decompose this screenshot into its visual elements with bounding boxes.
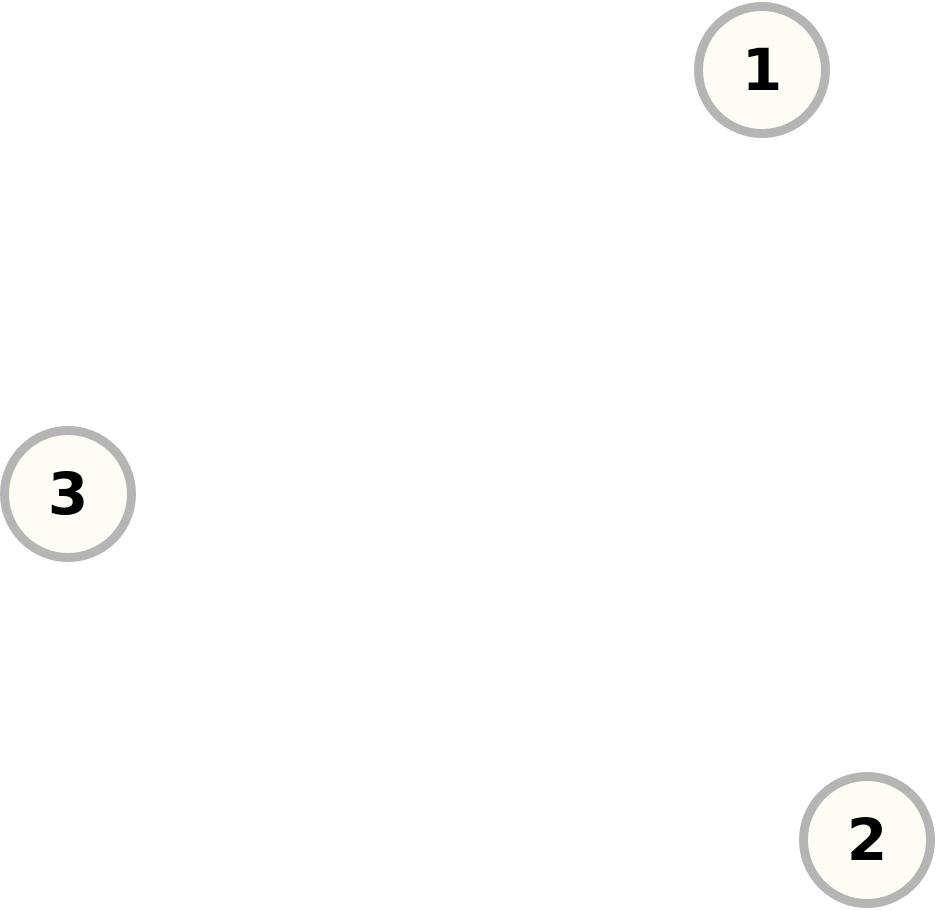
numbered-marker-1: 1 [694,2,830,138]
marker-label: 3 [47,460,89,528]
numbered-marker-2: 2 [799,772,935,908]
marker-label: 2 [846,806,888,874]
marker-label: 1 [741,36,783,104]
numbered-marker-3: 3 [0,426,136,562]
